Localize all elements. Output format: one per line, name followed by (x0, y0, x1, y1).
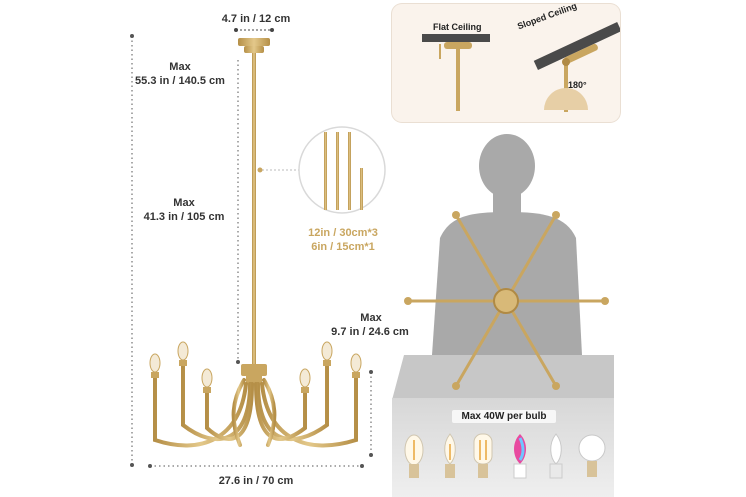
rod-height-measure (236, 60, 240, 364)
canopy (238, 38, 270, 53)
angle-label: 180° (568, 80, 587, 90)
total-height-measure (130, 34, 134, 467)
candle-bulbs (149, 341, 362, 393)
person-silhouette (432, 134, 582, 355)
flat-ceiling-label: Flat Ceiling (433, 22, 482, 32)
max-body-value: 9.7 in / 24.6 cm (331, 326, 409, 338)
max-total-label: Max (169, 61, 191, 73)
max-rod-label: Max (173, 197, 195, 209)
flat-ceiling-plate (422, 34, 490, 42)
rgb-smart-bulb-icon (513, 434, 527, 479)
canopy-width-label: 4.7 in / 12 cm (221, 13, 291, 25)
chandelier-body (153, 358, 358, 448)
canopy-width-measure (234, 28, 274, 32)
chandelier-top-view (404, 211, 609, 390)
downrod (252, 53, 256, 367)
max-total-value: 55.3 in / 140.5 cm (135, 75, 225, 87)
rods-line-2: 6in / 15cm*1 (311, 241, 375, 253)
bulb-wattage-caption: Max 40W per bulb (452, 410, 556, 423)
fixture-width-label: 27.6 in / 70 cm (218, 475, 294, 487)
candle-filament-bulb-icon (404, 434, 424, 478)
edison-filament-bulb-icon (473, 433, 493, 478)
max-body-label: Max (360, 312, 382, 324)
ceiling-mount-illustration (422, 22, 622, 112)
max-rod-value: 41.3 in / 105 cm (143, 211, 225, 223)
fixture-width-measure (148, 464, 364, 468)
body-height-measure (369, 370, 373, 457)
led-candle-bulb-icon (549, 433, 563, 479)
flame-tip-bulb-icon (444, 433, 456, 478)
rods-line-1: 12in / 30cm*3 (308, 227, 378, 239)
rods-callout (257, 126, 386, 214)
bulb-options-row (404, 433, 606, 479)
ceiling-mount-inset (392, 4, 622, 122)
globe-led-bulb-icon (578, 434, 606, 477)
